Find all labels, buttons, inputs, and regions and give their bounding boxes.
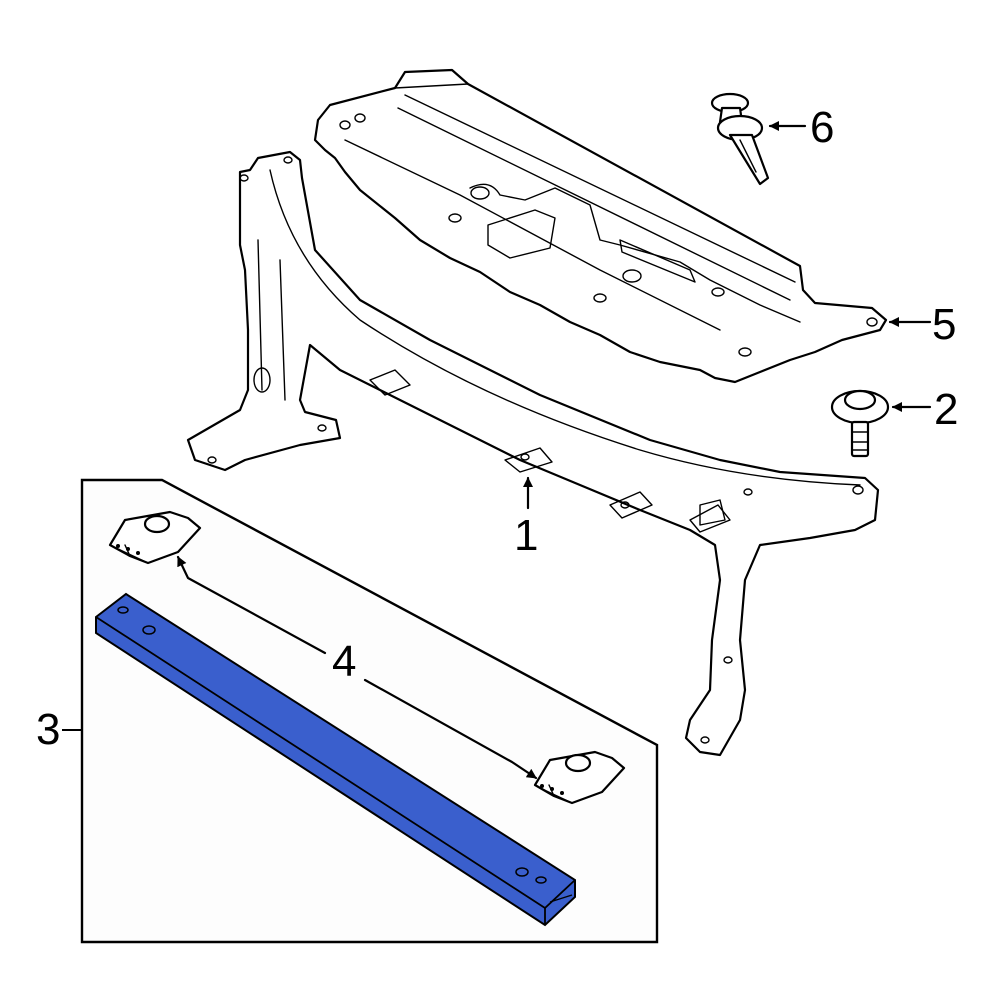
callout-3: 3 bbox=[36, 705, 61, 754]
callout-4: 4 bbox=[332, 637, 357, 686]
callout-6: 6 bbox=[810, 103, 835, 152]
mount-bracket-upper-part-4[interactable] bbox=[108, 510, 202, 565]
leader-arrow-4a bbox=[176, 555, 327, 655]
callout-5: 5 bbox=[932, 300, 957, 349]
bolt-part-2[interactable] bbox=[830, 389, 890, 458]
push-pin-clip-part-6[interactable] bbox=[710, 92, 770, 186]
leader-arrow-4b bbox=[363, 678, 538, 780]
inset-box-group-3 bbox=[62, 478, 659, 944]
mount-bracket-lower-part-4[interactable] bbox=[533, 750, 626, 805]
leader-lines bbox=[176, 121, 932, 780]
callout-1: 1 bbox=[514, 511, 539, 560]
upper-cover-panel-part-5[interactable] bbox=[313, 68, 888, 384]
tie-bar-part-3-highlighted[interactable] bbox=[95, 592, 576, 927]
radiator-support-part-1[interactable] bbox=[186, 150, 880, 757]
callout-2: 2 bbox=[934, 385, 959, 434]
